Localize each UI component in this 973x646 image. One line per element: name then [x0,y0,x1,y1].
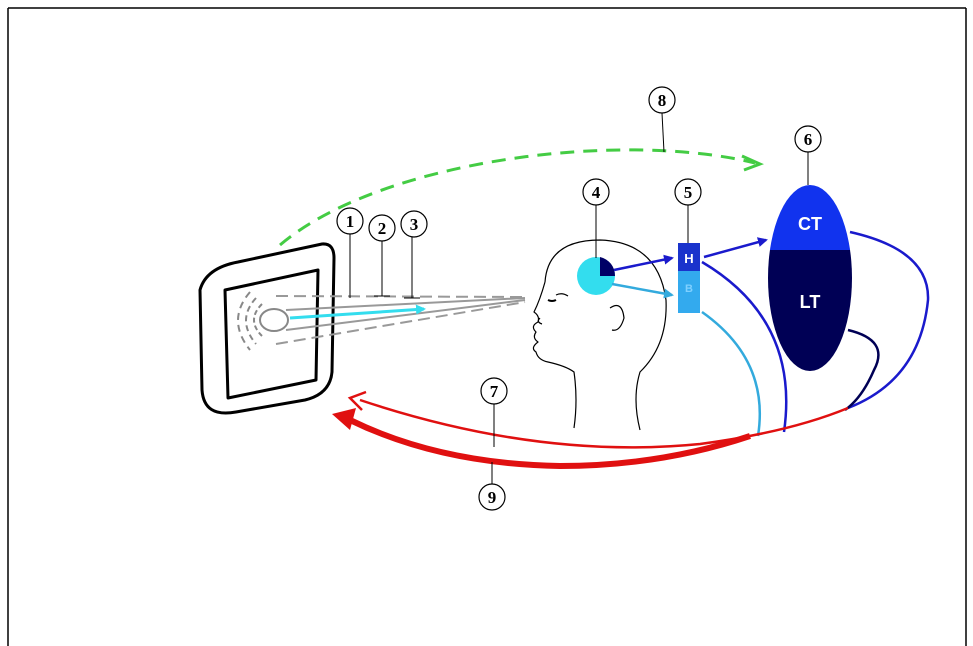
memory-lt-label: LT [800,292,821,312]
callout-9-label: 9 [488,488,497,507]
lt-feedback-curve [844,328,880,412]
green-arrowhead-icon [741,154,764,172]
arrow-to-buffer-b [611,282,674,299]
cyan-attention-arrow [289,304,426,320]
callout-4-label: 4 [592,183,601,202]
callout-2-label: 2 [378,219,387,238]
thick-red-arrowhead-icon [332,408,356,430]
buffer-b-label: B [685,283,693,295]
callout-3-label: 3 [410,215,419,234]
thin-red-response-arrow [359,398,849,449]
callout-1: 1 [336,207,364,235]
callout-8: 8 [648,86,676,114]
buffer-h-label: H [684,251,693,266]
callout-9: 9 [478,483,506,511]
callout-1-label: 1 [346,212,355,231]
green-dashed-arc [279,148,756,247]
callout-leaders [349,112,809,484]
callout-6-label: 6 [804,130,813,149]
h-output-curve [701,260,788,433]
frame-border [7,7,967,646]
ct-feedback-curve [847,230,930,410]
callout-7: 7 [480,377,508,405]
callout-7-label: 7 [490,382,499,401]
callout-5-label: 5 [684,183,693,202]
thick-red-response-arrow [348,417,751,470]
thin-red-arrowhead-icon [347,390,367,411]
callout-4: 4 [582,178,610,206]
callout-5: 5 [674,178,702,206]
gaze-lines [275,295,526,345]
memory-store [768,185,852,371]
focus-rings [237,291,289,351]
callout-8-label: 8 [658,91,667,110]
memory-ct-label: CT [798,214,822,234]
callout-6: 6 [794,125,822,153]
buffer-b-block [678,271,700,313]
arrow-to-memory [703,237,768,259]
callout-2: 2 [368,214,396,242]
brain-region-core [600,257,616,276]
callout-3: 3 [400,210,428,238]
buffer-h-block [678,243,700,271]
b-output-curve [701,310,762,437]
arrow-to-buffer-h [613,254,674,272]
